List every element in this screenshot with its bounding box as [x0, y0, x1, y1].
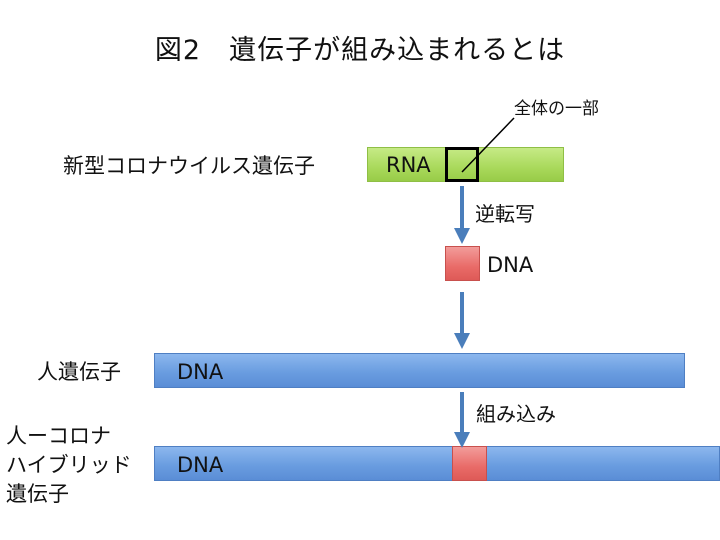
dna-fragment-box — [445, 246, 480, 281]
virus-gene-label: 新型コロナウイルス遺伝子 — [63, 154, 315, 178]
dna-fragment-label: DNA — [487, 253, 534, 277]
integration-label: 組み込み — [476, 402, 556, 426]
hybrid-gene-label-line1: 人ーコロナ — [6, 424, 111, 448]
diagram-title: 図2 遺伝子が組み込まれるとは — [154, 35, 566, 66]
hybrid-gene-label-line2: ハイブリッド — [6, 453, 132, 477]
reverse-transcription-label: 逆転写 — [475, 202, 535, 226]
human-gene-label: 人遺伝子 — [37, 360, 121, 384]
human-dna-bar — [154, 353, 685, 388]
hybrid-gene-label-line3: 遺伝子 — [6, 482, 69, 506]
hybrid-dna-bar-label: DNA — [177, 453, 224, 477]
hybrid-dna-bar — [154, 446, 720, 481]
human-dna-bar-label: DNA — [177, 360, 224, 384]
rna-bar-label: RNA — [386, 153, 431, 177]
callout-label: 全体の一部 — [514, 99, 599, 119]
inserted-segment — [452, 446, 487, 481]
segment-highlight-box — [445, 147, 479, 182]
